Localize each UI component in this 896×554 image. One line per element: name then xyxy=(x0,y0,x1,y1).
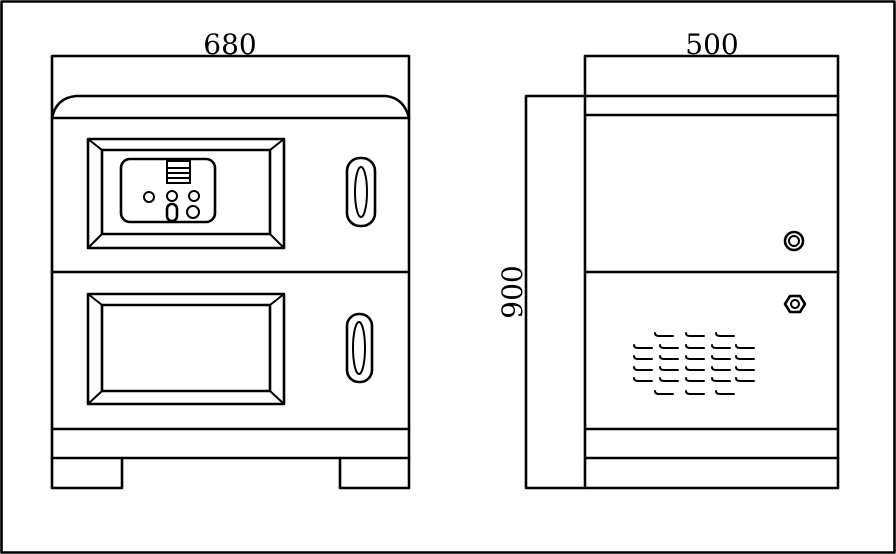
vent-slot xyxy=(654,390,674,395)
width-dimension-label: 680 xyxy=(203,28,256,61)
lower-handle-grip xyxy=(352,321,366,375)
switch-icon xyxy=(165,202,179,223)
vent-slot xyxy=(715,390,735,395)
vent-slot xyxy=(711,355,731,360)
front-left-foot xyxy=(50,456,124,490)
indicator-light-icon xyxy=(188,190,200,202)
vent-slot xyxy=(654,332,674,337)
vent-slot xyxy=(685,344,705,349)
vent-slot xyxy=(735,344,755,349)
upper-window-outer xyxy=(86,137,286,250)
vent-slot xyxy=(711,377,731,382)
side-view: 500 900 xyxy=(496,28,840,490)
indicator-light-icon xyxy=(166,190,178,202)
vent-slot xyxy=(685,366,705,371)
display-meter xyxy=(166,160,191,184)
vent-slot xyxy=(659,377,679,382)
vent-slot xyxy=(735,355,755,360)
vent-slot xyxy=(659,355,679,360)
vent-slot xyxy=(685,332,705,337)
side-door-projection xyxy=(524,94,587,490)
upper-handle-grip xyxy=(354,166,368,218)
vent-louvres xyxy=(633,332,755,395)
vent-slot xyxy=(735,366,755,371)
vent-slot xyxy=(659,366,679,371)
lower-window-outer xyxy=(86,292,286,406)
connector-icon xyxy=(783,230,805,252)
depth-dimension-label: 500 xyxy=(685,28,738,61)
vent-slot xyxy=(711,366,731,371)
vent-slot xyxy=(711,344,731,349)
vent-slot xyxy=(659,344,679,349)
hex-nut-icon xyxy=(783,294,807,314)
vent-slot xyxy=(633,355,653,360)
vent-slot xyxy=(685,390,705,395)
upper-handle xyxy=(345,156,377,228)
front-view: 680 xyxy=(50,28,411,490)
vent-slot xyxy=(715,332,735,337)
vent-slot xyxy=(685,377,705,382)
lower-handle xyxy=(345,312,374,384)
vent-slot xyxy=(633,366,653,371)
vent-slot xyxy=(685,355,705,360)
vent-slot xyxy=(633,377,653,382)
lower-window-inner xyxy=(100,303,272,393)
front-body-outline xyxy=(50,54,411,460)
vent-slot xyxy=(633,344,653,349)
height-dimension-label: 900 xyxy=(496,265,529,318)
vent-slot xyxy=(735,377,755,382)
front-right-foot xyxy=(338,456,411,490)
front-top-shoulder xyxy=(50,94,411,120)
upper-window-inner xyxy=(100,148,272,236)
indicator-light-icon xyxy=(143,191,155,203)
control-panel xyxy=(119,157,217,224)
knob-icon xyxy=(186,205,200,219)
